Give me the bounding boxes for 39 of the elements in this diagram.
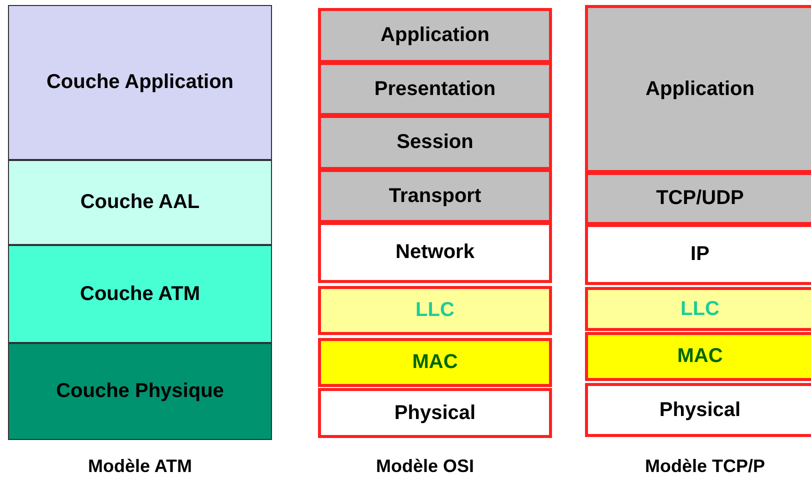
- layer-box: [8, 343, 272, 440]
- layer-box: [8, 245, 272, 343]
- layer-box: [318, 115, 552, 170]
- layer-box: [318, 62, 552, 116]
- layer-name: Session: [396, 131, 474, 154]
- layer-box: [318, 169, 552, 223]
- model-caption: Modèle OSI: [374, 456, 475, 477]
- layer-name: Network: [396, 241, 474, 264]
- layer-box: [318, 286, 552, 335]
- layer-name: Transport: [388, 184, 482, 208]
- layer-name: Couche AAL: [80, 191, 200, 214]
- layer-box: [318, 222, 552, 283]
- layer-name: MAC: [412, 351, 458, 374]
- layer-box: [585, 287, 811, 331]
- layer-name: Couche ATM: [80, 282, 200, 306]
- layer-box: [585, 5, 811, 173]
- layer-name: TCP/UDP: [656, 187, 744, 210]
- layer-name: IP: [690, 243, 710, 266]
- layer-name: Couche Application: [46, 71, 234, 94]
- layer-name: Physical: [394, 402, 476, 424]
- layer-name: Presentation: [374, 78, 496, 100]
- layer-box: [585, 332, 811, 381]
- layer-box: [318, 8, 552, 63]
- layer-box: [318, 388, 552, 438]
- layer-name: LLC: [416, 299, 454, 322]
- layer-name: LLC: [680, 298, 720, 320]
- layer-box: [318, 338, 552, 387]
- layer-box: [585, 224, 811, 285]
- layer-box: [8, 5, 272, 160]
- layer-name: MAC: [677, 345, 723, 368]
- layer-name: Application: [380, 24, 490, 47]
- model-caption: Modèle ATM: [87, 456, 193, 477]
- layer-box: [585, 383, 811, 437]
- model-caption: Modèle TCP/P: [644, 456, 766, 477]
- layer-name: Couche Physique: [56, 380, 224, 403]
- layer-name: Application: [646, 78, 754, 100]
- layer-name: Physical: [659, 398, 741, 422]
- layer-box: [585, 172, 811, 225]
- layer-box: [8, 160, 272, 245]
